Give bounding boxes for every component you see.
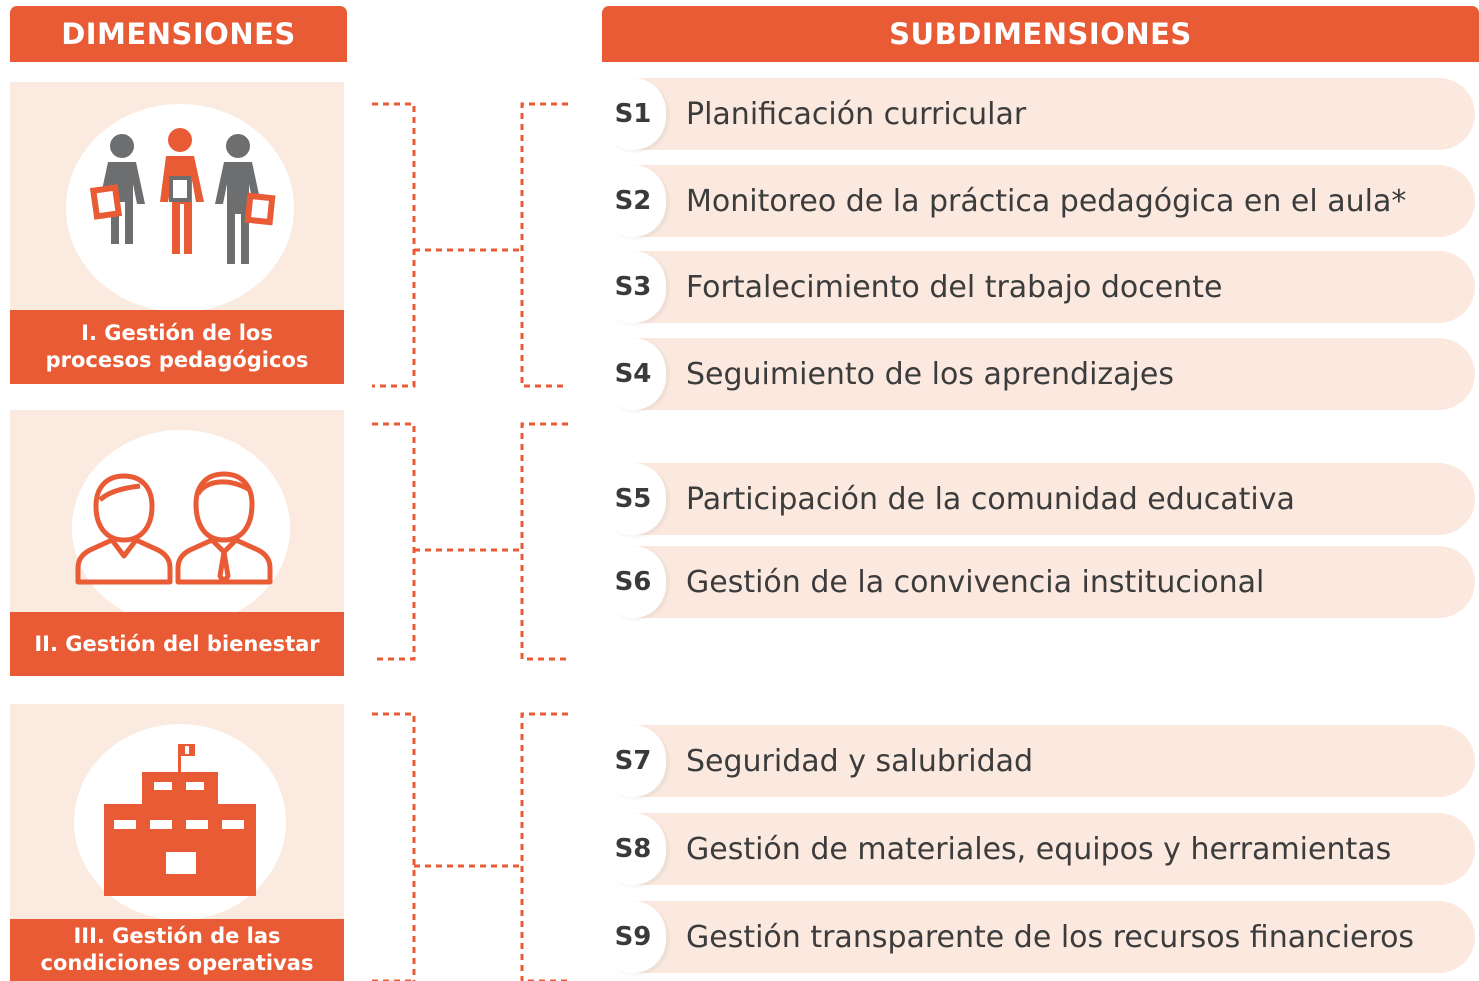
subdimension-item-s2: S2 Monitoreo de la práctica pedagógica e… bbox=[600, 165, 1475, 237]
subdimension-code: S5 bbox=[600, 463, 666, 535]
subdimension-code: S1 bbox=[600, 78, 666, 150]
dimension-card-3: III. Gestión de las condiciones operativ… bbox=[10, 704, 344, 981]
dimension-label: II. Gestión del bienestar bbox=[10, 612, 344, 676]
subdimension-code: S7 bbox=[600, 725, 666, 797]
subdimension-code: S9 bbox=[600, 901, 666, 973]
subdimension-item-s1: S1 Planificación curricular bbox=[600, 78, 1475, 150]
dimension-label: I. Gestión de los procesos pedagógicos bbox=[10, 310, 344, 384]
subdimension-text: Seguridad y salubridad bbox=[686, 743, 1034, 779]
subdimension-text: Fortalecimiento del trabajo docente bbox=[686, 269, 1223, 305]
connector-lines bbox=[372, 102, 568, 981]
school-building-icon bbox=[104, 744, 256, 896]
subdimension-text: Gestión de la convivencia institucional bbox=[686, 564, 1265, 600]
dimension-label-line: I. Gestión de los bbox=[81, 321, 273, 345]
subdimension-code: S4 bbox=[600, 338, 666, 410]
subdimension-code: S2 bbox=[600, 165, 666, 237]
people-icon bbox=[89, 128, 276, 264]
subdimension-text: Participación de la comunidad educativa bbox=[686, 481, 1295, 517]
subdimension-item-s4: S4 Seguimiento de los aprendizajes bbox=[600, 338, 1475, 410]
dimension-label: III. Gestión de las condiciones operativ… bbox=[10, 919, 344, 981]
dimensions-header: DIMENSIONES bbox=[10, 6, 347, 62]
subdimension-item-s3: S3 Fortalecimiento del trabajo docente bbox=[600, 251, 1475, 323]
subdimension-text: Seguimiento de los aprendizajes bbox=[686, 356, 1174, 392]
subdimension-code: S3 bbox=[600, 251, 666, 323]
student-pair-icon bbox=[75, 471, 273, 585]
subdimension-item-s7: S7 Seguridad y salubridad bbox=[600, 725, 1475, 797]
dimension-label-line: III. Gestión de las bbox=[73, 924, 281, 948]
dimension-card-1: I. Gestión de los procesos pedagógicos bbox=[10, 82, 344, 384]
subdimension-item-s5: S5 Participación de la comunidad educati… bbox=[600, 463, 1475, 535]
subdimension-item-s8: S8 Gestión de materiales, equipos y herr… bbox=[600, 813, 1475, 885]
subdimension-text: Planificación curricular bbox=[686, 96, 1027, 132]
subdimension-item-s6: S6 Gestión de la convivencia institucion… bbox=[600, 546, 1475, 618]
dimension-label-line: procesos pedagógicos bbox=[45, 348, 309, 372]
subdimensions-header: SUBDIMENSIONES bbox=[602, 6, 1479, 62]
subdimension-code: S8 bbox=[600, 813, 666, 885]
dimension-label-line: condiciones operativas bbox=[40, 951, 314, 975]
subdimension-text: Gestión transparente de los recursos fin… bbox=[686, 919, 1415, 955]
icon-circle bbox=[72, 430, 290, 626]
dimension-label-line: II. Gestión del bienestar bbox=[34, 631, 320, 656]
subdimension-item-s9: S9 Gestión transparente de los recursos … bbox=[600, 901, 1475, 973]
subdimension-text: Monitoreo de la práctica pedagógica en e… bbox=[686, 183, 1407, 219]
dimension-card-2: II. Gestión del bienestar bbox=[10, 410, 344, 676]
subdimension-text: Gestión de materiales, equipos y herrami… bbox=[686, 831, 1392, 867]
subdimension-code: S6 bbox=[600, 546, 666, 618]
